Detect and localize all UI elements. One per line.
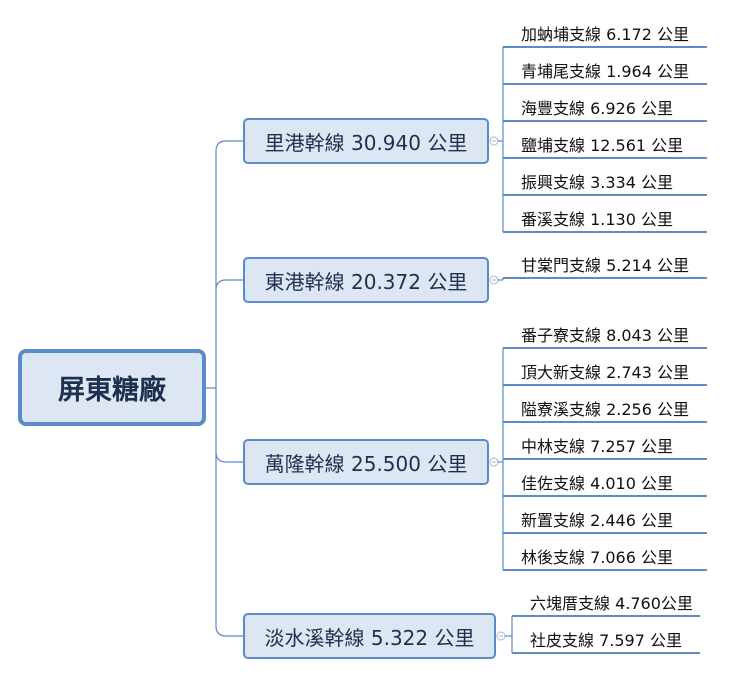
branch-label: 林後支線 7.066 公里 xyxy=(521,548,673,567)
main-connector-1 xyxy=(215,279,243,291)
branch-node[interactable]: 振興支線 3.334 公里 xyxy=(521,167,673,195)
main-line-label: 里港幹線 30.940 公里 xyxy=(264,130,468,155)
branch-label: 中林支線 7.257 公里 xyxy=(521,437,673,456)
branch-label: 番子寮支線 8.043 公里 xyxy=(521,326,689,345)
branch-node[interactable]: 社皮支線 7.597 公里 xyxy=(530,625,682,653)
branch-label: 六塊厝支線 4.760公里 xyxy=(530,594,693,613)
root-node[interactable]: 屏東糖廠 xyxy=(18,349,206,426)
branch-node[interactable]: 隘寮溪支線 2.256 公里 xyxy=(521,394,689,422)
branch-label: 加蚋埔支線 6.172 公里 xyxy=(521,25,689,44)
branch-node[interactable]: 番子寮支線 8.043 公里 xyxy=(521,320,689,348)
branch-label: 鹽埔支線 12.561 公里 xyxy=(521,136,684,155)
branch-node[interactable]: 新置支線 2.446 公里 xyxy=(521,505,673,533)
branch-label: 海豐支線 6.926 公里 xyxy=(521,99,673,118)
branch-label: 頂大新支線 2.743 公里 xyxy=(521,363,689,382)
main-line-node-danshuixi[interactable]: 淡水溪幹線 5.322 公里 xyxy=(243,613,496,659)
branch-node[interactable]: 林後支線 7.066 公里 xyxy=(521,542,673,570)
branch-node[interactable]: 六塊厝支線 4.760公里 xyxy=(530,588,693,616)
main-line-node-donggang[interactable]: 東港幹線 20.372 公里 xyxy=(243,257,489,303)
branch-node[interactable]: 海豐支線 6.926 公里 xyxy=(521,93,673,121)
branch-node[interactable]: 加蚋埔支線 6.172 公里 xyxy=(521,19,689,47)
branch-label: 甘棠門支線 5.214 公里 xyxy=(521,256,689,275)
branch-node[interactable]: 佳佐支線 4.010 公里 xyxy=(521,468,673,496)
branch-node[interactable]: 番溪支線 1.130 公里 xyxy=(521,204,673,232)
branch-node[interactable]: 甘棠門支線 5.214 公里 xyxy=(521,250,689,278)
branch-node[interactable]: 青埔尾支線 1.964 公里 xyxy=(521,56,689,84)
branch-label: 新置支線 2.446 公里 xyxy=(521,511,673,530)
main-line-node-lifang[interactable]: 里港幹線 30.940 公里 xyxy=(243,118,489,164)
main-connector-0 xyxy=(215,140,243,152)
branch-label: 振興支線 3.334 公里 xyxy=(521,173,673,192)
branch-node[interactable]: 中林支線 7.257 公里 xyxy=(521,431,673,459)
branch-label: 社皮支線 7.597 公里 xyxy=(530,631,682,650)
main-line-label: 東港幹線 20.372 公里 xyxy=(264,269,468,294)
main-line-label: 淡水溪幹線 5.322 公里 xyxy=(264,625,475,650)
root-label: 屏東糖廠 xyxy=(58,375,166,406)
main-line-node-wanlong[interactable]: 萬隆幹線 25.500 公里 xyxy=(243,439,489,485)
branch-node[interactable]: 鹽埔支線 12.561 公里 xyxy=(521,130,683,158)
branch-label: 隘寮溪支線 2.256 公里 xyxy=(521,400,689,419)
main-connector-3 xyxy=(215,625,243,637)
branch-label: 青埔尾支線 1.964 公里 xyxy=(521,62,689,81)
main-line-label: 萬隆幹線 25.500 公里 xyxy=(264,451,468,476)
branch-label: 番溪支線 1.130 公里 xyxy=(521,210,673,229)
branch-node[interactable]: 頂大新支線 2.743 公里 xyxy=(521,357,689,385)
branch-label: 佳佐支線 4.010 公里 xyxy=(521,474,673,493)
main-connector-2 xyxy=(215,451,243,463)
